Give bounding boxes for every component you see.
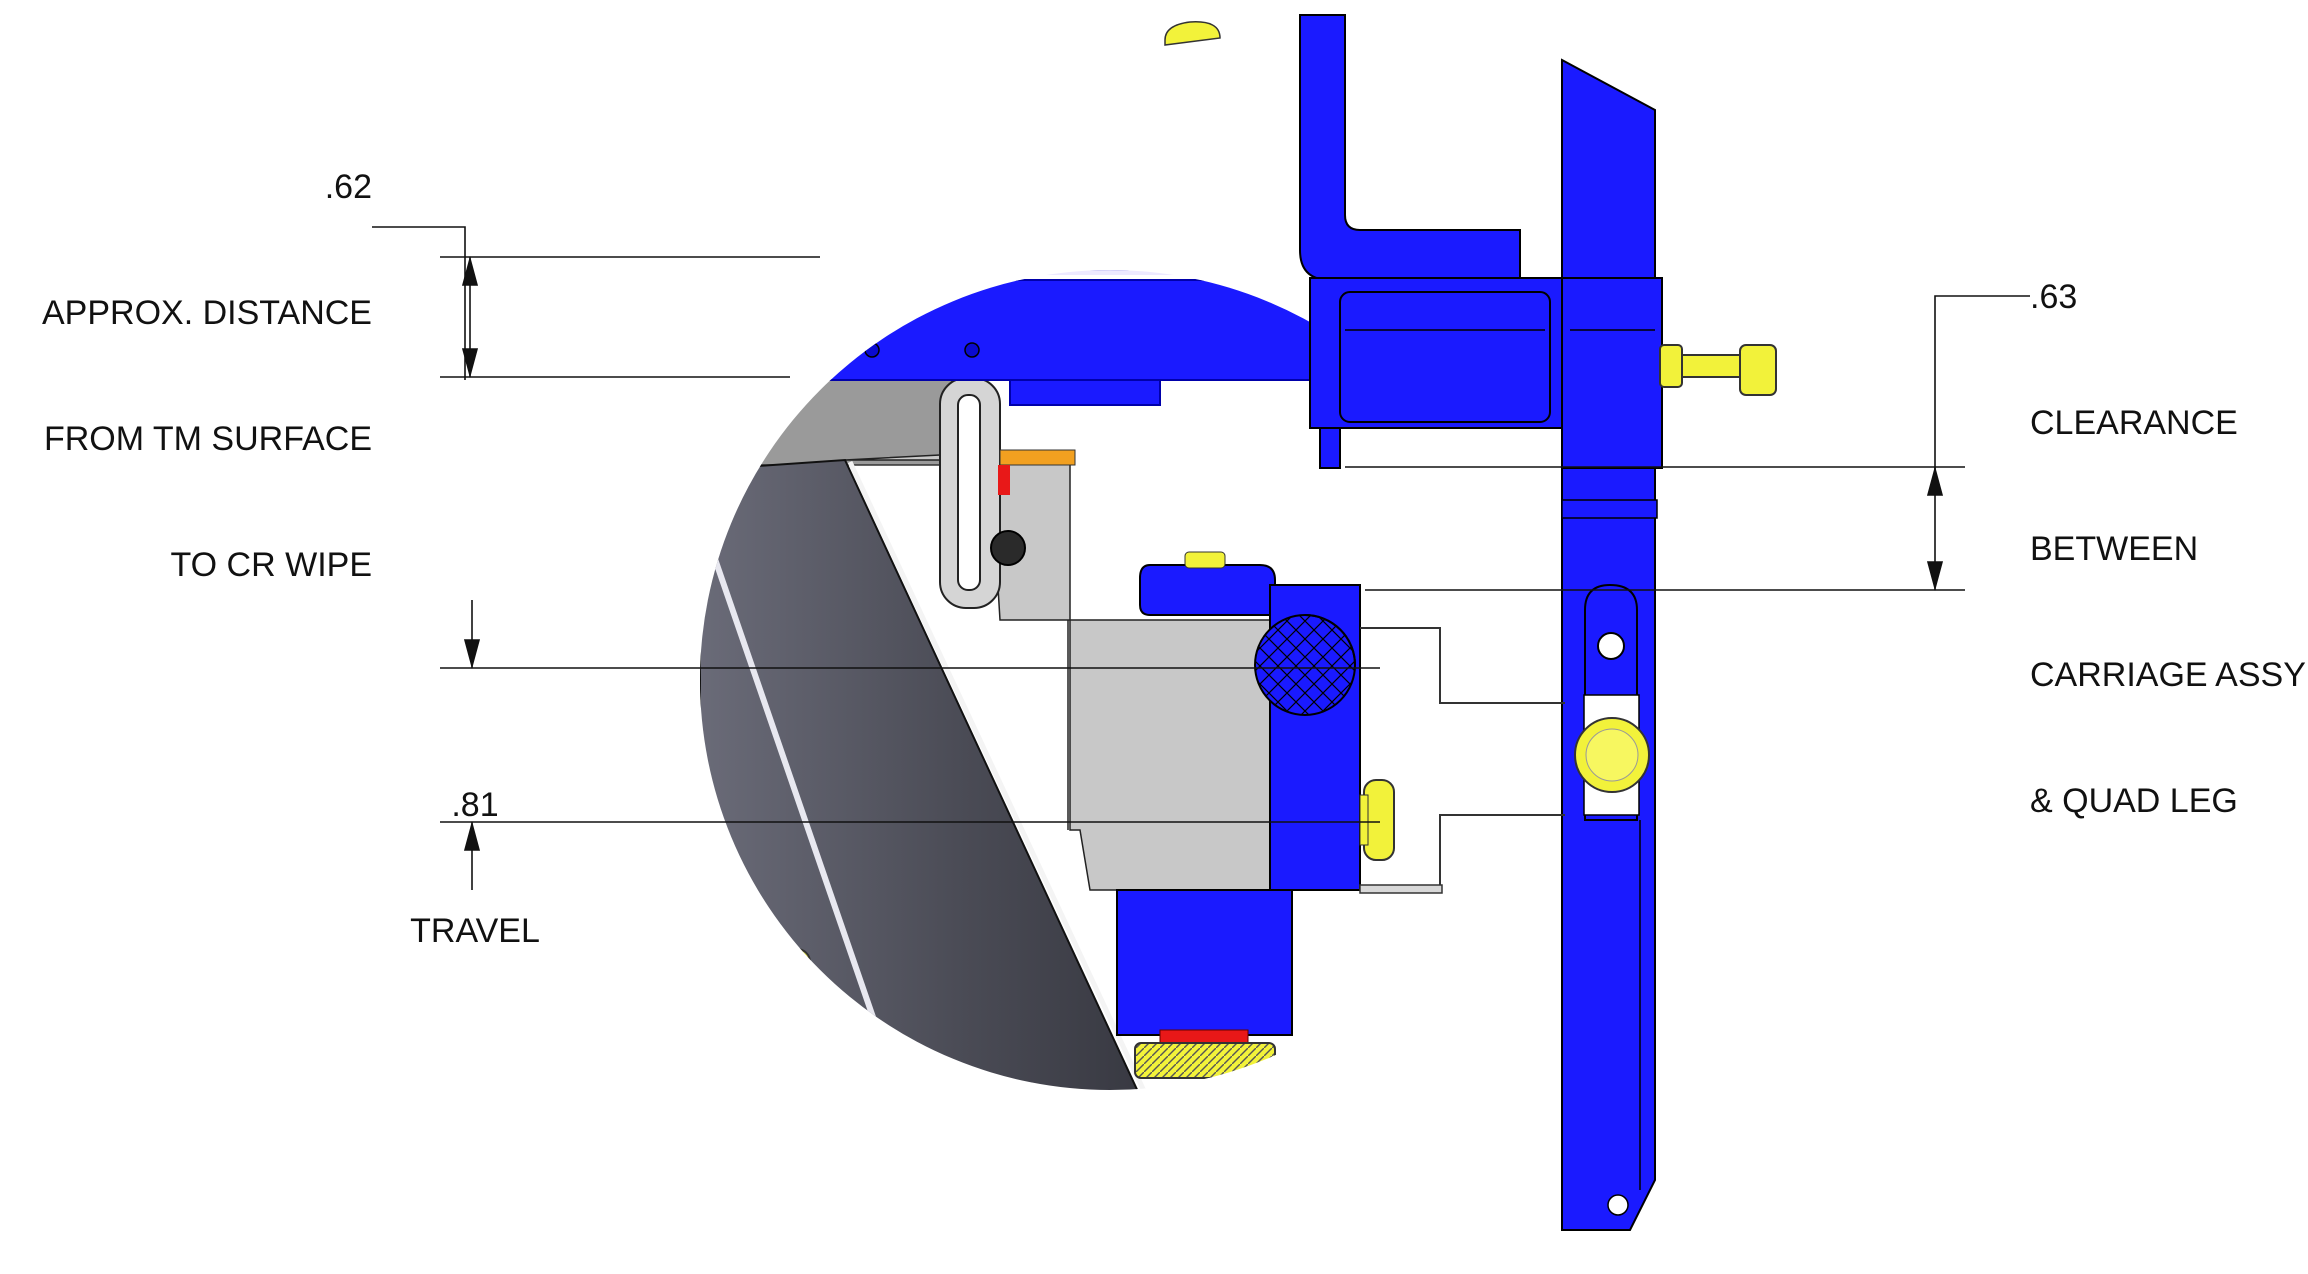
- quad-leg-hole: [1597, 632, 1625, 660]
- dimension-wipe-distance: [372, 226, 820, 380]
- dim-81-arrowhead-bottom: [463, 820, 481, 851]
- annotation-travel: .81 TRAVEL: [400, 700, 550, 994]
- panel-screw-icon: [783, 948, 811, 976]
- carriage-bar-lower: [1009, 379, 1161, 406]
- tan-block-face: [939, 270, 1051, 271]
- roller-ring: [1304, 614, 1356, 666]
- l-bracket: [1299, 14, 1521, 281]
- blue-clamp-tab: [1184, 551, 1226, 569]
- quad-leg-notch: [1607, 1194, 1629, 1216]
- quad-leg-step: [1561, 499, 1658, 519]
- annotation-wipe-distance: .62 APPROX. DISTANCE FROM TM SURFACE TO …: [30, 82, 372, 628]
- clearance-line-1: CLEARANCE: [2030, 404, 2238, 442]
- tan-block-hole: [931, 165, 959, 245]
- clamp-screw-head: [1739, 344, 1777, 396]
- dim-62-leader: [372, 226, 466, 380]
- knurled-thumb-nut: [1134, 1042, 1276, 1079]
- clearance-line-3: CARRIAGE ASSY: [2030, 656, 2306, 694]
- clamp-screw-collar: [1659, 344, 1683, 388]
- top-screw-icon: [1164, 21, 1221, 46]
- detail-circle-view: [700, 80, 1361, 1090]
- wipe-distance-value: .62: [324, 168, 372, 206]
- clearance-value: .63: [2030, 278, 2078, 316]
- dim-63-leader: [1934, 295, 2030, 470]
- transparent-strip: [820, 270, 1210, 275]
- clearance-line-2: BETWEEN: [2030, 530, 2199, 568]
- blue-lower-block: [1116, 889, 1293, 1036]
- slot-opening: [957, 394, 981, 591]
- orange-tab: [999, 449, 1076, 466]
- quad-leg-collar: [1561, 277, 1663, 469]
- dim-81-arrowhead-top: [463, 639, 481, 670]
- dim-62-arrow-up: [461, 255, 479, 286]
- panel-light-seam: [702, 529, 908, 1090]
- tan-wipe-block: [820, 80, 1050, 270]
- dim-63-arrow-up: [1926, 465, 1944, 496]
- lavender-transparent-bar: [1159, 270, 1216, 271]
- wipe-distance-line-3: TO CR WIPE: [170, 546, 373, 584]
- carriage-hole-2: [964, 342, 980, 358]
- dimension-clearance: [1345, 295, 2030, 592]
- red-washer-top: [784, 359, 836, 375]
- dark-knob: [990, 530, 1026, 566]
- carriage-bar: [759, 279, 1321, 381]
- clearance-line-4: & QUAD LEG: [2030, 782, 2238, 820]
- dim-62-arrow-down: [461, 348, 479, 379]
- dimension-travel: [440, 600, 1380, 890]
- wipe-distance-line-1: APPROX. DISTANCE: [42, 294, 372, 332]
- carriage-tab-down: [1319, 427, 1341, 469]
- travel-line-1: TRAVEL: [410, 912, 540, 950]
- linkage-plate-bottom: [1359, 884, 1443, 894]
- blue-clamp-top: [1139, 564, 1276, 616]
- leg-knob-center: [1585, 728, 1639, 782]
- black-bumper: [805, 288, 843, 363]
- annotation-clearance: .63 CLEARANCE BETWEEN CARRIAGE ASSY & QU…: [2030, 192, 2306, 864]
- red-tab: [998, 465, 1010, 495]
- clamp-bolt-neck: [1359, 794, 1369, 846]
- carriage-hole-1: [864, 342, 880, 358]
- wipe-distance-line-2: FROM TM SURFACE: [43, 420, 372, 458]
- panel-light-edge: [847, 460, 1233, 1090]
- carriage-pocket: [1339, 291, 1551, 423]
- dim-63-arrow-down: [1926, 561, 1944, 592]
- travel-value: .81: [451, 786, 499, 824]
- blue-transparent-bar: [1049, 270, 1161, 271]
